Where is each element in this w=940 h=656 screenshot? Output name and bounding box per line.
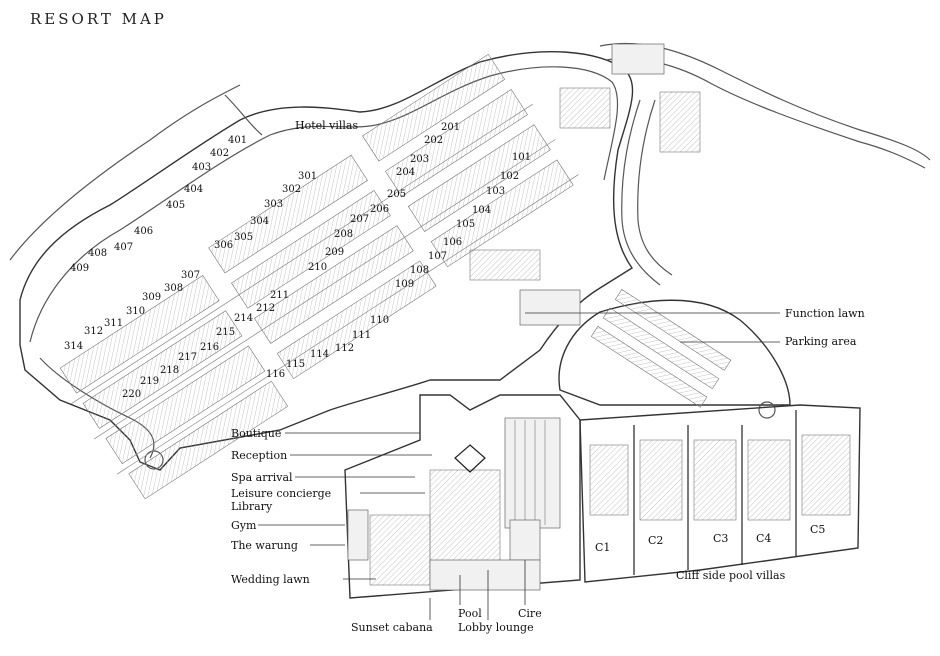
leader-lines: [258, 312, 780, 620]
villa-number: 110: [370, 315, 389, 326]
villa-number: 111: [352, 330, 371, 341]
villa-number: 308: [164, 283, 183, 294]
upper-right-roads: [559, 42, 931, 286]
function-lawn-label: Function lawn: [785, 307, 865, 320]
library-label: Library: [231, 500, 273, 513]
cire-label: Cire: [518, 607, 542, 620]
villa-number: 403: [192, 162, 211, 173]
villa-number: 209: [325, 247, 344, 258]
villa-number: 402: [210, 148, 229, 159]
villa-number: 101: [512, 152, 531, 163]
parking-area-label: Parking area: [785, 335, 857, 348]
villa-number: 218: [160, 365, 179, 376]
villa-number: 203: [410, 154, 429, 165]
villa-number: 215: [216, 327, 235, 338]
villa-number: 220: [122, 389, 141, 400]
spa-arrival-label: Spa arrival: [231, 471, 293, 484]
villa-number: 208: [334, 229, 353, 240]
hotel-villas-area: [9, 51, 634, 500]
villa-number: 310: [126, 306, 145, 317]
pool-label: Pool: [458, 607, 482, 620]
reception-label: Reception: [231, 449, 287, 462]
villa-number: 102: [500, 171, 519, 182]
villa-number: 407: [114, 242, 133, 253]
villa-number: 406: [134, 226, 153, 237]
facility-labels: Boutique Reception Spa arrival Leisure c…: [231, 427, 542, 634]
villa-number: 401: [228, 135, 247, 146]
parking-region: [469, 249, 791, 419]
map-title: RESORT MAP: [30, 10, 167, 28]
villa-number: 211: [270, 290, 289, 301]
villa-number: 212: [256, 303, 275, 314]
villa-number: 204: [396, 167, 415, 178]
villa-number: 114: [310, 349, 329, 360]
gym-label: Gym: [231, 519, 257, 532]
hotel-villas-label: Hotel villas: [295, 119, 358, 132]
lobby-lounge-label: Lobby lounge: [458, 621, 534, 634]
villa-number: 302: [282, 184, 301, 195]
sunset-cabana-label: Sunset cabana: [351, 621, 433, 634]
villa-number: 217: [178, 352, 197, 363]
villa-number: 207: [350, 214, 369, 225]
villa-number: 301: [298, 171, 317, 182]
villa-number: 115: [286, 359, 305, 370]
villa-number: 309: [142, 292, 161, 303]
cliff-villa-number: C4: [756, 532, 771, 545]
villa-number: 314: [64, 341, 83, 352]
villa-number: 404: [184, 184, 203, 195]
villa-number: 103: [486, 186, 505, 197]
cliff-villa-number: C2: [648, 534, 663, 547]
villa-number: 307: [181, 270, 200, 281]
the-warung-label: The warung: [231, 539, 298, 552]
villa-number: 210: [308, 262, 327, 273]
villa-number: 219: [140, 376, 159, 387]
villa-number: 216: [200, 342, 219, 353]
cliff-villas-area: [579, 404, 861, 583]
villa-number: 214: [234, 313, 253, 324]
leisure-concierge-label: Leisure concierge: [231, 487, 331, 500]
villa-number: 311: [104, 318, 123, 329]
villa-number: 104: [472, 205, 491, 216]
villa-number: 206: [370, 204, 389, 215]
cliff-villa-numbers: C1 C2 C3 C4 C5: [595, 523, 825, 554]
villa-number: 107: [428, 251, 447, 262]
villa-number: 106: [443, 237, 462, 248]
cliff-villa-number: C3: [713, 532, 728, 545]
villa-number: 312: [84, 326, 103, 337]
villa-number: 109: [395, 279, 414, 290]
wedding-lawn-label: Wedding lawn: [231, 573, 310, 586]
central-facilities: [344, 394, 581, 599]
villa-number: 116: [266, 369, 285, 380]
villa-number: 202: [424, 135, 443, 146]
villa-number: 408: [88, 248, 107, 259]
villa-number: 205: [387, 189, 406, 200]
boutique-label: Boutique: [231, 427, 281, 440]
villa-number: 306: [214, 240, 233, 251]
cliff-villas-label: Cliff side pool villas: [676, 569, 786, 582]
cliff-villa-number: C1: [595, 541, 610, 554]
villa-number: 112: [335, 343, 354, 354]
villa-number: 305: [234, 232, 253, 243]
villa-numbers: 401 402 403 404 405 406 407 408 409 301 …: [64, 122, 531, 400]
villa-number: 409: [70, 263, 89, 274]
villa-number: 303: [264, 199, 283, 210]
villa-number: 304: [250, 216, 269, 227]
villa-number: 405: [166, 200, 185, 211]
villa-number: 201: [441, 122, 460, 133]
villa-number: 108: [410, 265, 429, 276]
cliff-villa-number: C5: [810, 523, 825, 536]
villa-number: 105: [456, 219, 475, 230]
